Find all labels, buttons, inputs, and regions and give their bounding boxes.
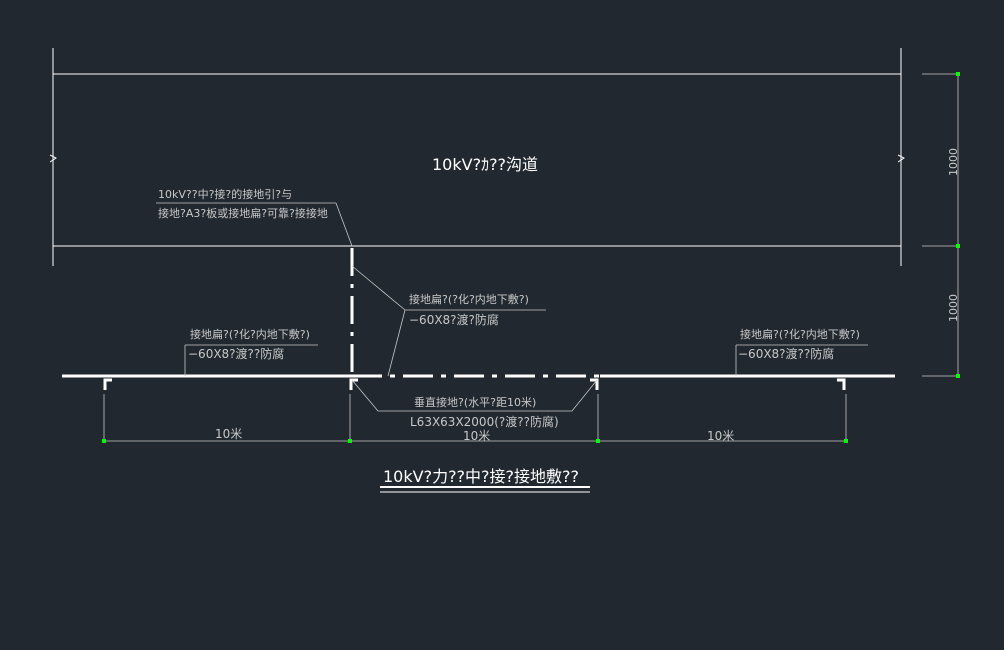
- span-dimension: [102, 394, 848, 443]
- rod-line-2: L63X63X2000(?渡??防腐): [410, 414, 559, 429]
- right-bar-line-2: −60X8?渡??防腐: [738, 346, 834, 361]
- rod-leader: [351, 379, 598, 412]
- center-bar-leader: [351, 265, 546, 377]
- note-line-1: 10kV??中?接?的接地引?与: [158, 187, 292, 201]
- dim-lower-label: 1000: [947, 294, 960, 322]
- trench-outline: [49, 48, 905, 266]
- height-dimension: [922, 72, 960, 378]
- span-left-label: 10米: [215, 427, 242, 441]
- note-leader: [156, 202, 353, 247]
- left-bar-line-1: 接地扁?(?化?内地下敷?): [190, 327, 310, 341]
- left-bar-leader: [184, 344, 318, 376]
- span-right-label: 10米: [707, 429, 734, 443]
- trench-label: 10kV?ｶ??沟道: [432, 155, 538, 174]
- right-bar-line-1: 接地扁?(?化?内地下敷?): [740, 327, 860, 341]
- left-bar-line-2: −60X8?渡??防腐: [188, 346, 284, 361]
- title-underline: [380, 486, 590, 493]
- span-mid-label: 10米: [463, 429, 490, 443]
- dim-upper-label: 1000: [947, 148, 960, 176]
- note-line-2: 接地?A3?板或接地扁?可靠?接接地: [158, 206, 328, 220]
- drawing-title: 10kV?力??中?接?接地敷??: [383, 467, 579, 486]
- center-bar-line-1: 接地扁?(?化?内地下敷?): [409, 292, 529, 306]
- right-bar-leader: [735, 344, 868, 376]
- center-bar-line-2: −60X8?渡?防腐: [409, 312, 499, 327]
- ground-rods: [103, 378, 846, 390]
- rod-line-1: 垂直接地?(水平?距10米): [414, 395, 536, 409]
